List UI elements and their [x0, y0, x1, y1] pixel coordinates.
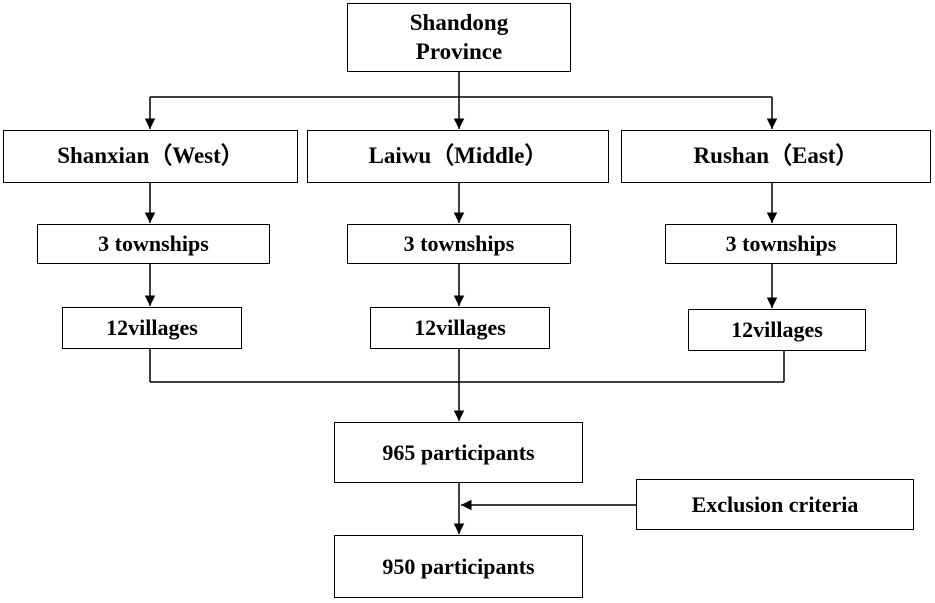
region-box-rushan: Rushan（East） — [621, 130, 931, 183]
final-participants-label: 950 participants — [382, 553, 535, 579]
village-label: 12villages — [414, 315, 506, 341]
final-participants-box: 950 participants — [334, 535, 583, 598]
region-label: Shanxian（West） — [57, 143, 244, 169]
village-label: 12villages — [731, 317, 823, 343]
province-label-line1: Shandong — [409, 9, 509, 35]
township-box-rushan: 3 townships — [665, 224, 897, 264]
village-box-laiwu: 12villages — [370, 307, 550, 349]
township-label: 3 townships — [98, 231, 209, 257]
province-label-line2: Province — [415, 38, 503, 64]
region-label: Laiwu（Middle） — [368, 143, 548, 169]
village-box-shanxian: 12villages — [62, 307, 242, 349]
region-box-shanxian: Shanxian（West） — [3, 130, 298, 183]
township-box-laiwu: 3 townships — [347, 224, 571, 264]
township-label: 3 townships — [403, 231, 515, 257]
region-label: Rushan（East） — [693, 143, 859, 169]
village-box-rushan: 12villages — [688, 309, 866, 351]
village-label: 12villages — [106, 315, 198, 341]
region-box-laiwu: Laiwu（Middle） — [307, 130, 609, 183]
province-box: Shandong Province — [347, 3, 571, 72]
total-participants-label: 965 participants — [382, 439, 535, 465]
township-box-shanxian: 3 townships — [37, 224, 270, 264]
township-label: 3 townships — [725, 231, 837, 257]
exclusion-criteria-label: Exclusion criteria — [691, 491, 859, 517]
exclusion-criteria-box: Exclusion criteria — [636, 479, 914, 530]
total-participants-box: 965 participants — [334, 422, 583, 483]
